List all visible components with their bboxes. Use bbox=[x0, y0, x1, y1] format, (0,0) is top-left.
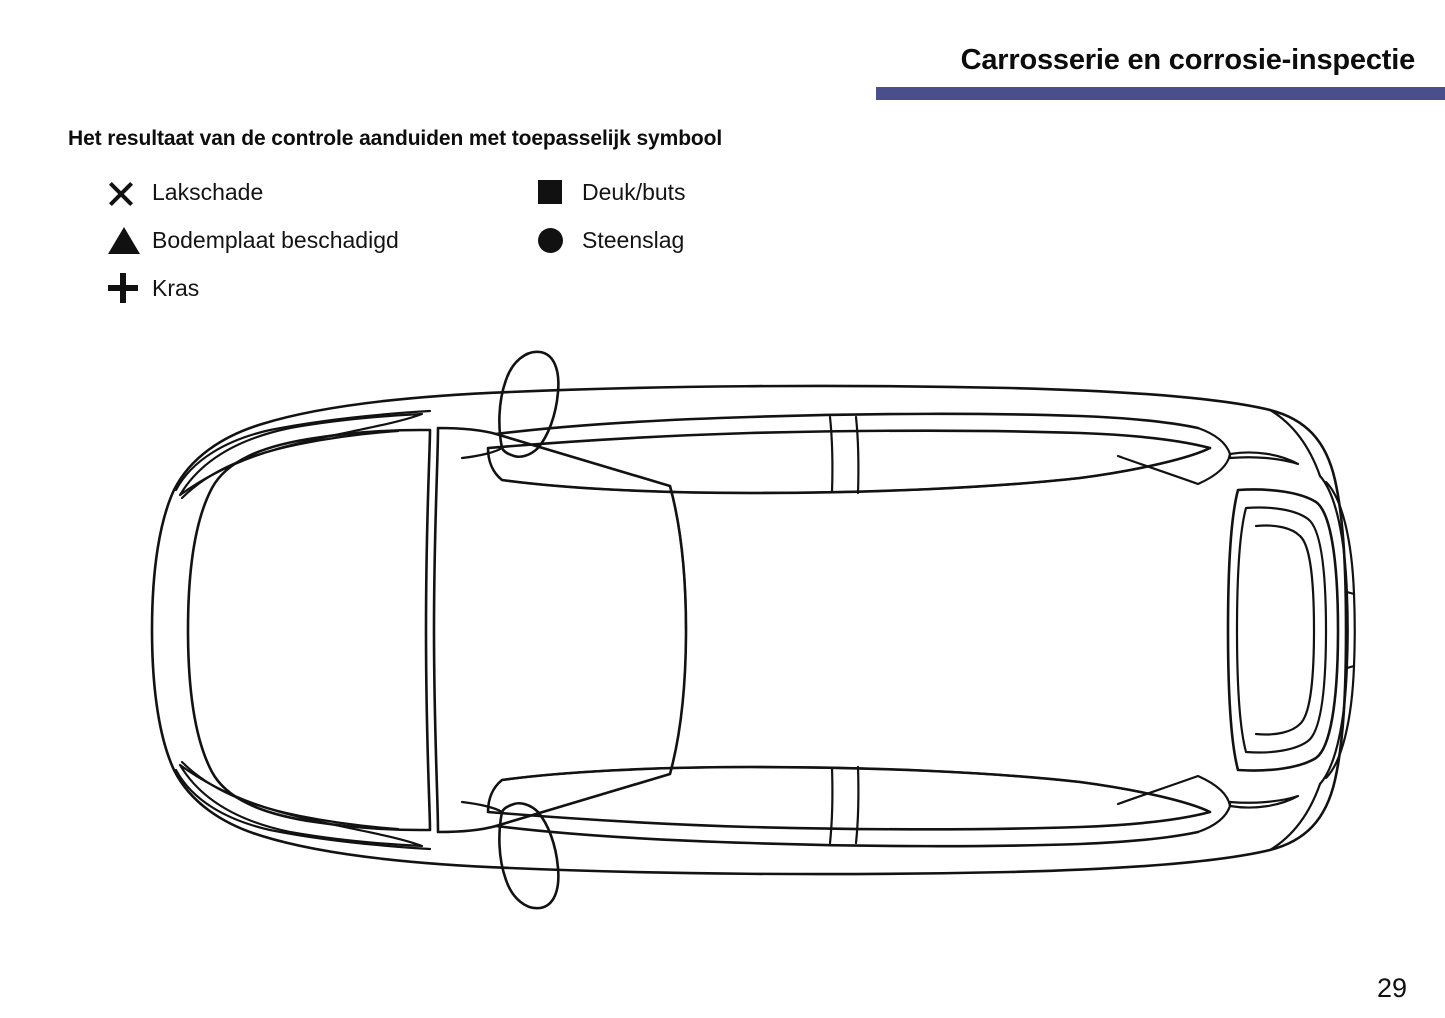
legend-label-steenslag: Steenslag bbox=[582, 226, 685, 253]
rear-window-outer bbox=[1226, 488, 1340, 772]
rocker-sill-top bbox=[486, 429, 1212, 495]
front-bumper-bottom-line bbox=[174, 768, 432, 851]
hood-panel bbox=[186, 428, 432, 832]
rear-quarter-wedge-top bbox=[1116, 426, 1232, 486]
x-mark-icon bbox=[108, 174, 152, 210]
legend-label-kras: Kras bbox=[152, 274, 200, 301]
door-beltline-bottom bbox=[494, 824, 1200, 848]
filled-circle-icon bbox=[538, 222, 582, 258]
car-diagram[interactable] bbox=[130, 330, 1360, 930]
rear-taillight-top bbox=[1345, 590, 1356, 596]
plus-mark-icon bbox=[108, 270, 152, 306]
side-mirror-bottom-arm bbox=[460, 800, 504, 814]
side-mirror-top-arm bbox=[460, 446, 504, 460]
header-accent-rule bbox=[876, 87, 1445, 100]
legend-item-deuk-buts: Deuk/buts bbox=[538, 168, 968, 216]
legend-item-kras: Kras bbox=[108, 264, 528, 312]
filled-square-icon bbox=[538, 174, 582, 210]
legend-column-right: Deuk/buts Steenslag bbox=[538, 168, 968, 264]
rear-quarter-wedge-bottom bbox=[1116, 774, 1232, 834]
filled-triangle-icon bbox=[108, 222, 152, 258]
door-beltline-top bbox=[494, 412, 1200, 436]
door-shut-line-bottom-rear bbox=[854, 765, 860, 845]
page-title: Carrosserie en corrosie-inspectie bbox=[960, 44, 1416, 76]
tailgate-inner-panel bbox=[1254, 524, 1316, 736]
front-headlight-bottom bbox=[180, 760, 400, 831]
legend-item-bodemplaat: Bodemplaat beschadigd bbox=[108, 216, 528, 264]
rear-bumper-inner bbox=[1318, 474, 1349, 786]
door-shut-line-top-rear bbox=[854, 415, 860, 495]
side-mirror-top bbox=[498, 350, 560, 459]
legend-column-left: Lakschade Bodemplaat beschadigd Kras bbox=[108, 168, 528, 312]
rocker-sill-top-inner bbox=[500, 446, 1212, 495]
legend-label-deuk-buts: Deuk/buts bbox=[582, 178, 686, 205]
front-headlight-top bbox=[180, 429, 400, 500]
rocker-sill-bottom bbox=[486, 765, 1212, 831]
rear-shoulder-facet-bottom bbox=[1228, 794, 1300, 809]
roof-panel-edge bbox=[668, 484, 688, 632]
front-bumper-top-line bbox=[174, 409, 432, 492]
windshield-panel bbox=[432, 426, 688, 834]
car-body-outline bbox=[150, 384, 1348, 876]
rear-window-inner bbox=[1235, 506, 1328, 754]
rocker-sill-bottom-inner bbox=[500, 765, 1212, 814]
side-mirror-bottom bbox=[498, 801, 560, 910]
rear-corner-joint-top bbox=[1268, 408, 1322, 478]
page-number: 29 bbox=[1376, 973, 1407, 1003]
door-shut-line-top-front bbox=[828, 415, 834, 494]
rear-corner-joint-bottom bbox=[1268, 782, 1322, 852]
instruction-text: Het resultaat van de controle aanduiden … bbox=[68, 127, 723, 150]
legend-label-bodemplaat: Bodemplaat beschadigd bbox=[152, 226, 399, 253]
car-top-view-svg bbox=[150, 350, 1356, 910]
rear-shoulder-facet-top bbox=[1228, 451, 1300, 466]
door-shut-line-bottom-front bbox=[828, 766, 834, 845]
legend-item-lakschade: Lakschade bbox=[108, 168, 528, 216]
rear-taillight-bottom bbox=[1345, 664, 1356, 670]
legend-item-steenslag: Steenslag bbox=[538, 216, 968, 264]
rear-bumper-outer bbox=[1324, 480, 1356, 780]
legend-label-lakschade: Lakschade bbox=[152, 178, 264, 205]
page-header: Carrosserie en corrosie-inspectie bbox=[0, 44, 1445, 106]
